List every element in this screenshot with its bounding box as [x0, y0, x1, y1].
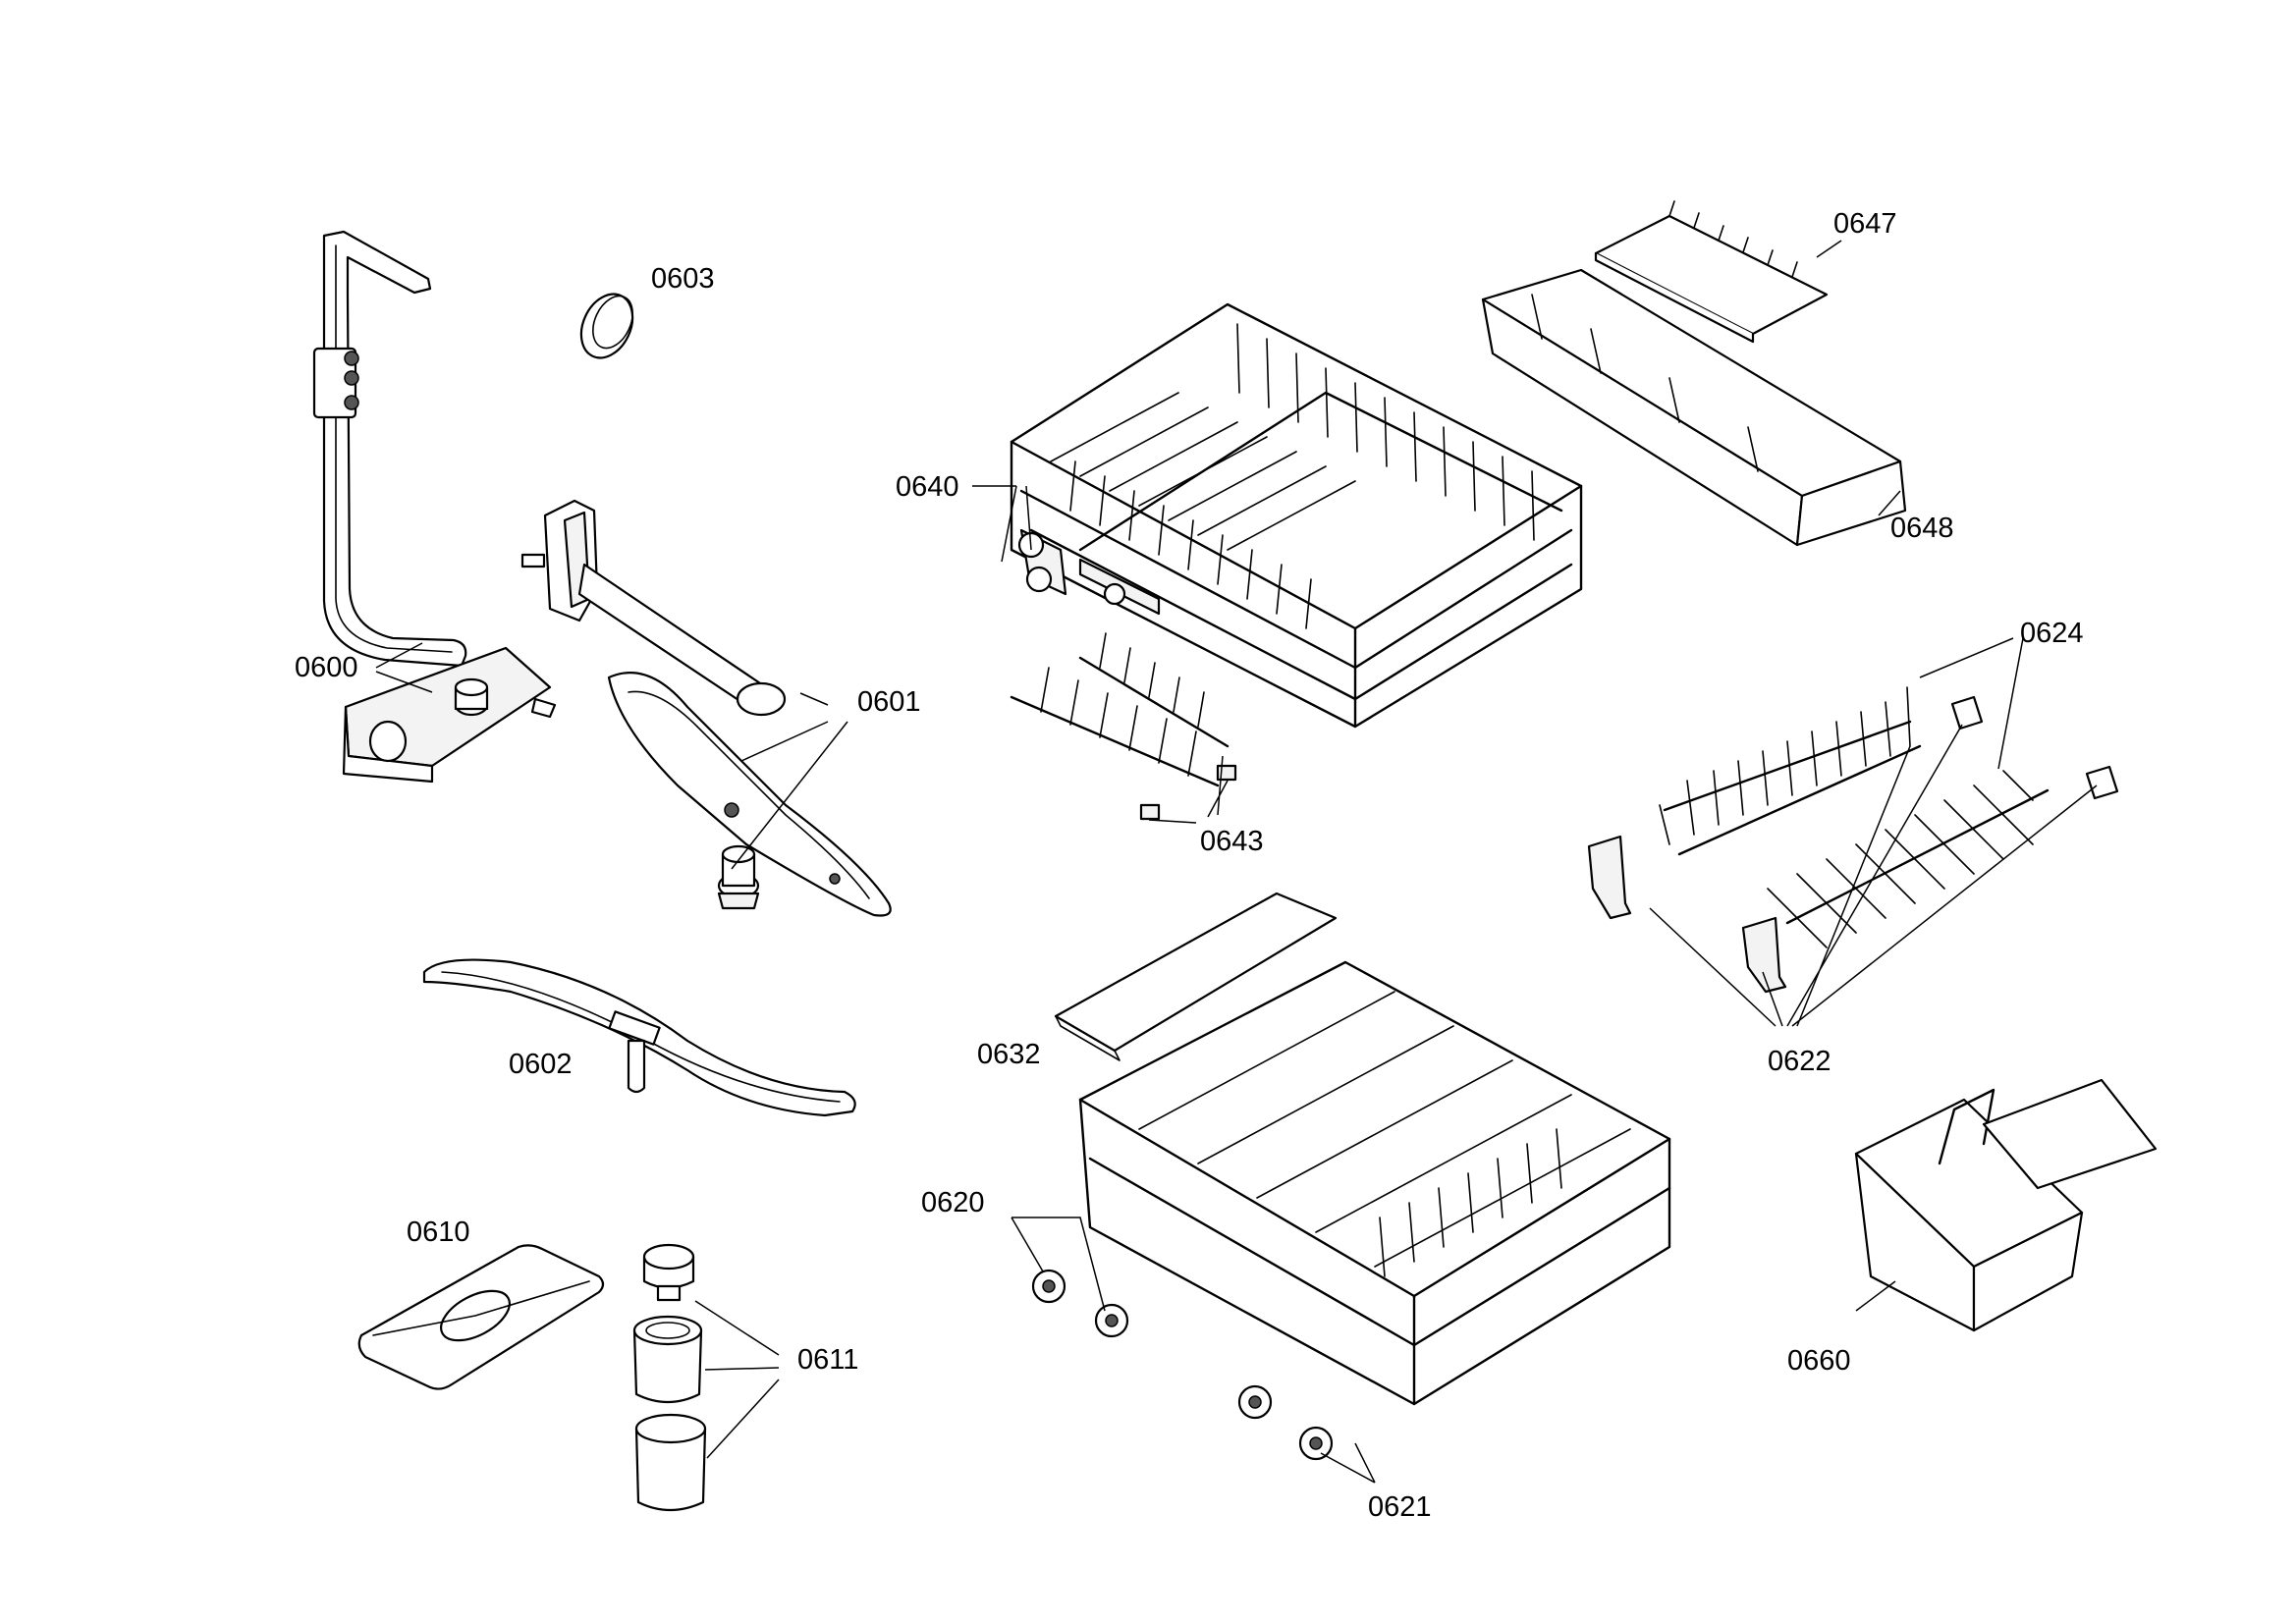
label-0611: 0611: [797, 1344, 858, 1376]
label-0648: 0648: [1890, 513, 1954, 544]
part-0624-plate-rack-left[interactable]: [1659, 686, 1922, 856]
label-0632: 0632: [977, 1039, 1041, 1070]
label-0660: 0660: [1787, 1345, 1851, 1377]
part-0624-plate-rack-right[interactable]: [1767, 770, 2050, 948]
part-0648-cutlery-tray[interactable]: [1481, 268, 1907, 547]
part-0647-grid-insert[interactable]: [1594, 200, 1829, 344]
part-0611-micro-filter[interactable]: [634, 1413, 707, 1512]
part-0603-nozzle[interactable]: [572, 286, 642, 366]
leader-lines: [375, 240, 2098, 1484]
label-0600: 0600: [295, 652, 358, 683]
part-lower-rack[interactable]: [1078, 960, 1671, 1406]
label-0640: 0640: [896, 471, 959, 503]
part-0620-wheels[interactable]: [1031, 1269, 1129, 1338]
label-0602: 0602: [509, 1049, 573, 1080]
part-0602-lower-spray-arm[interactable]: [422, 958, 856, 1117]
part-0611-fine-filter[interactable]: [632, 1315, 703, 1404]
label-0643: 0643: [1200, 826, 1264, 857]
part-0621-wheels[interactable]: [1237, 1384, 1334, 1461]
label-0610: 0610: [407, 1217, 470, 1248]
label-0647: 0647: [1833, 208, 1897, 240]
label-0622: 0622: [1768, 1046, 1831, 1077]
part-0610-flat-filter[interactable]: [357, 1244, 605, 1390]
label-0620: 0620: [921, 1187, 985, 1218]
part-0600-distributor[interactable]: [342, 646, 557, 784]
part-0632-rack-insert[interactable]: [1054, 892, 1338, 1061]
part-0643-tine-insert[interactable]: [1010, 632, 1237, 821]
part-0640-upper-rack[interactable]: [1010, 302, 1583, 729]
part-0601-upper-pipe[interactable]: [520, 499, 787, 717]
part-0611-filter-cap[interactable]: [642, 1243, 695, 1302]
label-0621: 0621: [1368, 1491, 1432, 1523]
label-0624: 0624: [2020, 618, 2084, 649]
part-0600-supply-pipe[interactable]: [312, 230, 467, 668]
label-0601: 0601: [857, 686, 921, 718]
part-0622-clips[interactable]: [1587, 695, 2119, 994]
part-labels: 0600 0601 0602 0603 0610 0611 0620 0621 …: [295, 208, 2084, 1523]
part-0660-cutlery-basket[interactable]: [1854, 1078, 2158, 1332]
label-0603: 0603: [651, 263, 715, 295]
